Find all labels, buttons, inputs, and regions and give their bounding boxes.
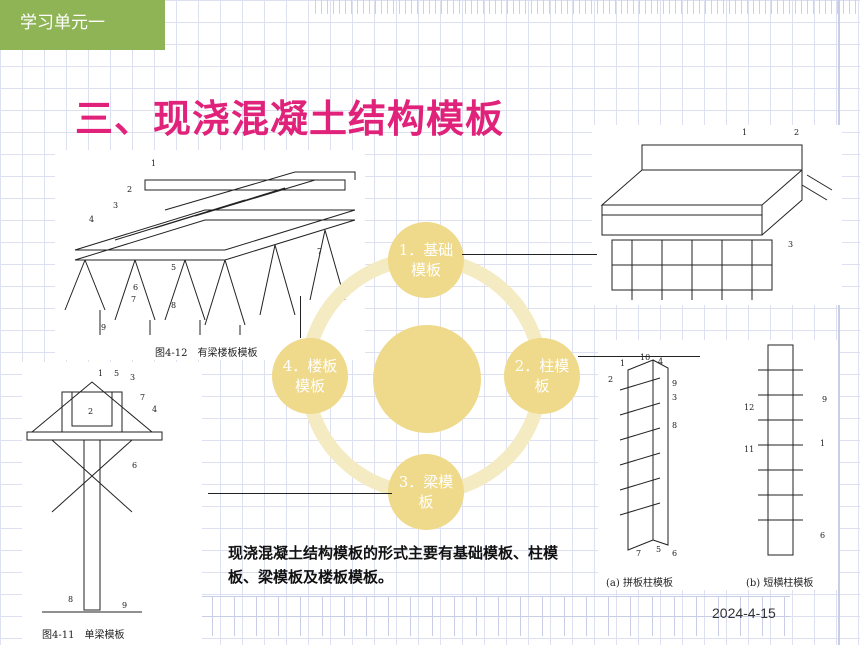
- connector-slab: [300, 296, 301, 338]
- slab-number-2: 2: [127, 185, 132, 194]
- node-label-foundation: 1．基础模板: [398, 241, 454, 279]
- slab-number-6: 6: [133, 283, 138, 292]
- column-formwork-drawing: 1 10 4 2 9 3 8 7 5 6 12 9 11 1 6: [608, 344, 827, 558]
- slab-number-3: 3: [113, 201, 118, 210]
- cycle-node-slab[interactable]: 4．楼板模板: [272, 338, 348, 414]
- column-a-number-9: 9: [672, 379, 677, 388]
- foundation-number-3: 3: [788, 240, 793, 249]
- slab-number-5: 5: [171, 263, 176, 272]
- column-a-number-10: 10: [640, 353, 650, 362]
- beam-formwork-drawing: 1 5 3 7 4 2 6 8 9: [26, 369, 163, 613]
- column-a-caption: (a) 拼板柱模板: [606, 578, 673, 589]
- beam-number-2: 2: [88, 407, 93, 416]
- right-decor-line: [838, 0, 840, 645]
- foundation-number-2: 2: [794, 128, 799, 137]
- beam-number-8: 8: [68, 595, 73, 604]
- description-text: 现浇混凝土结构模板的形式主要有基础模板、柱模板、梁模板及楼板模板。: [228, 544, 559, 586]
- beam-caption: 图4-11 单梁模板: [42, 630, 125, 641]
- column-b-number-9: 9: [822, 395, 827, 404]
- beam-number-6: 6: [132, 461, 137, 470]
- column-a-number-4: 4: [658, 357, 663, 366]
- unit-tab: 学习单元一: [0, 0, 165, 50]
- column-a-number-2: 2: [608, 375, 613, 384]
- cycle-center: [373, 325, 481, 433]
- foundation-number-1: 1: [742, 128, 747, 137]
- slab-number-9: 9: [101, 323, 106, 332]
- unit-label: 学习单元一: [20, 13, 105, 33]
- column-a-number-3: 3: [672, 393, 677, 402]
- column-b-number-1: 1: [820, 439, 825, 448]
- slab-formwork-drawing: 1 2 3 4 5 6 7 7 8 9: [64, 159, 356, 335]
- node-label-beam: 3．梁模板: [398, 473, 454, 511]
- cycle-node-beam[interactable]: 3．梁模板: [388, 454, 464, 530]
- cycle-node-foundation[interactable]: 1．基础模板: [388, 222, 464, 298]
- foundation-formwork-figure: 1 2 3: [592, 125, 842, 305]
- slab-number-1: 1: [151, 159, 156, 168]
- column-a-number-8: 8: [672, 421, 677, 430]
- connector-foundation: [462, 254, 597, 255]
- slab-number-4: 4: [89, 215, 94, 224]
- beam-number-5: 5: [114, 369, 119, 378]
- beam-number-7: 7: [140, 393, 145, 402]
- slab-number-7a: 7: [131, 295, 136, 304]
- foundation-formwork-drawing: 1 2 3: [600, 128, 833, 300]
- slab-caption: 图4-12 有梁楼板模板: [155, 348, 258, 359]
- beam-number-3: 3: [130, 373, 135, 382]
- top-decor-band: [315, 0, 860, 14]
- column-b-number-6: 6: [820, 531, 825, 540]
- slab-number-8: 8: [171, 301, 176, 310]
- beam-number-9: 9: [122, 601, 127, 610]
- node-label-column: 2．柱模板: [514, 357, 570, 395]
- beam-formwork-figure: 1 5 3 7 4 2 6 8 9 图4-11 单梁模板: [22, 362, 202, 645]
- connector-beam: [208, 493, 392, 494]
- column-b-caption: (b) 短横柱模板: [746, 578, 814, 589]
- column-b-number-12: 12: [744, 403, 754, 412]
- column-formwork-figure: 1 10 4 2 9 3 8 7 5 6 12 9 11 1 6 (a) 拼板柱…: [598, 340, 838, 590]
- column-a-number-1: 1: [620, 359, 625, 368]
- bottom-decor-band: [190, 596, 790, 636]
- column-b-number-11: 11: [744, 445, 754, 454]
- slab-number-7b: 7: [317, 247, 322, 256]
- cycle-node-column[interactable]: 2．柱模板: [504, 338, 580, 414]
- date-text: 2024-4-15: [712, 605, 776, 621]
- column-a-number-5: 5: [656, 545, 661, 554]
- column-a-number-7: 7: [636, 549, 641, 558]
- column-a-number-6: 6: [672, 549, 677, 558]
- date-footer: 2024-4-15: [708, 600, 808, 628]
- beam-number-4: 4: [152, 405, 157, 414]
- beam-number-1: 1: [98, 369, 103, 378]
- node-label-slab: 4．楼板模板: [282, 357, 338, 395]
- slide-title: 三、现浇混凝土结构模板: [75, 96, 505, 141]
- connector-column: [578, 356, 700, 357]
